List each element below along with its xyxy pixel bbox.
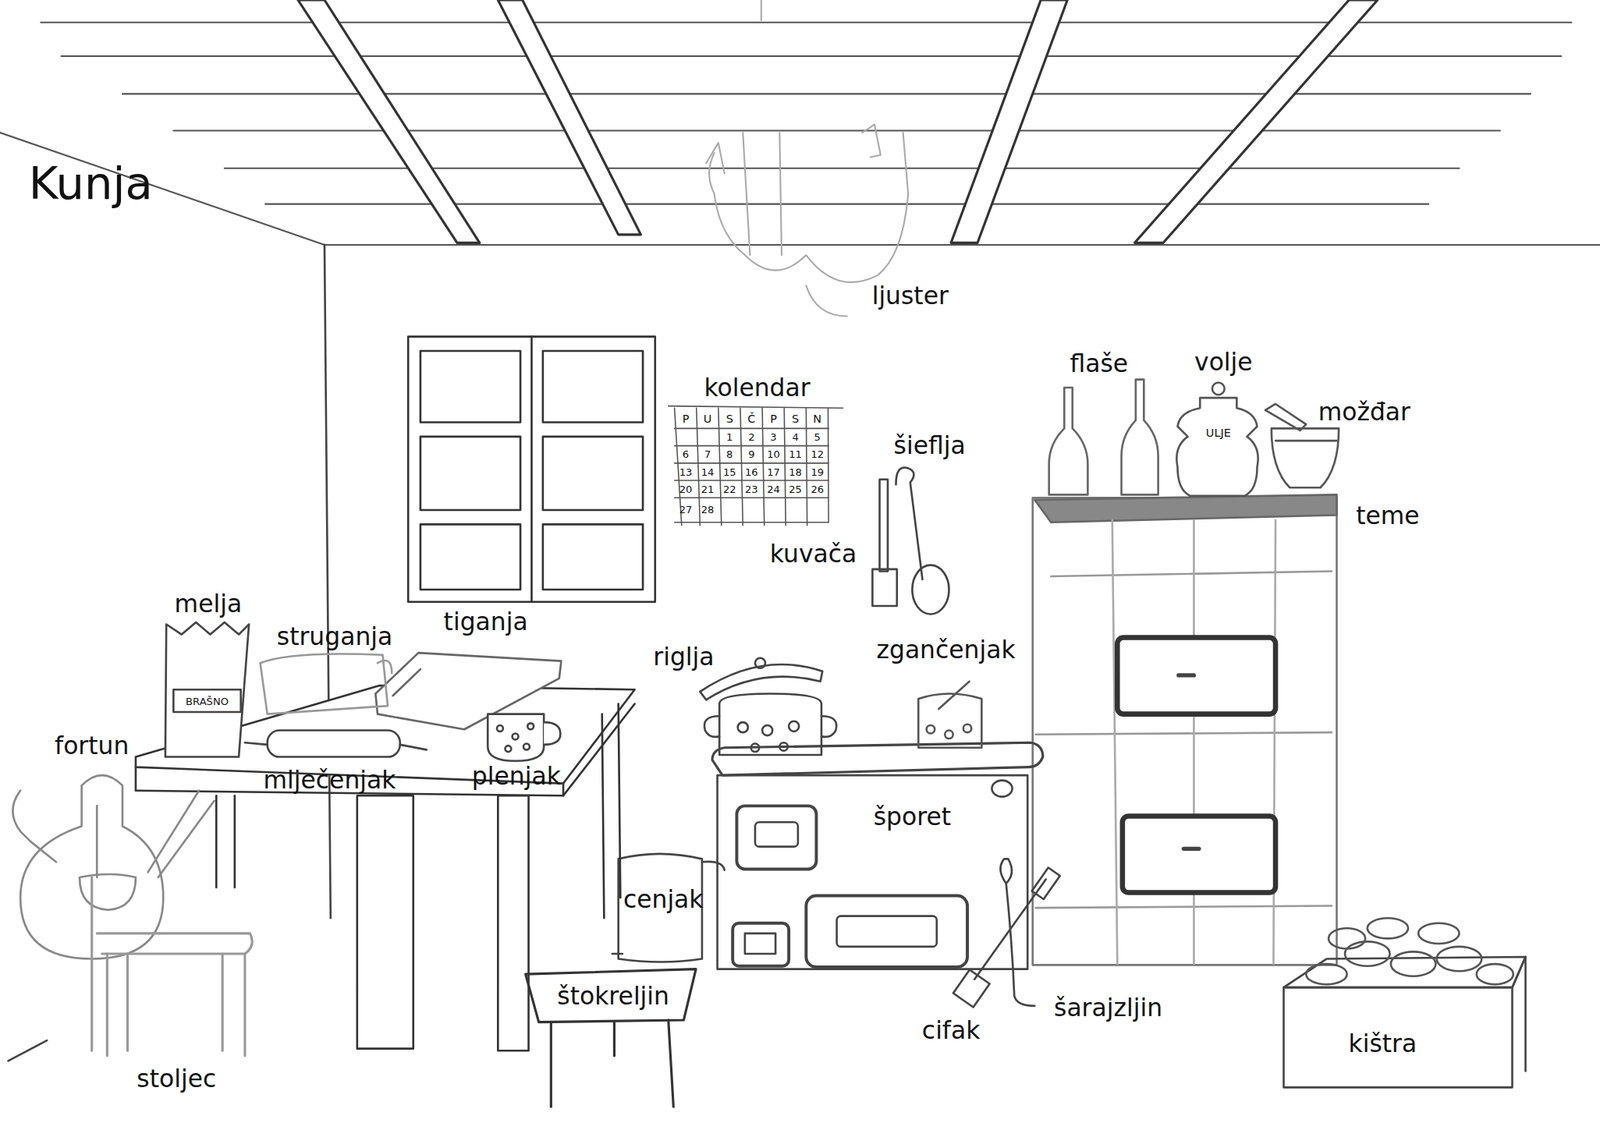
calendar-cell: S <box>726 413 734 425</box>
calendar-cell: 17 <box>766 466 781 477</box>
part-label: šarajzljin <box>1053 996 1163 1021</box>
calendar-cell: 22 <box>723 484 737 495</box>
part-label: mlječenjak <box>263 768 397 793</box>
ceiling-beams <box>298 0 1378 243</box>
stool <box>525 969 696 1108</box>
calendar-cell: 23 <box>745 484 759 495</box>
part-label: zgančenjak <box>876 638 1015 663</box>
part-label: šieflja <box>894 433 966 458</box>
part-label: BRAŠNO <box>185 696 229 707</box>
small-pot <box>918 681 982 749</box>
calendar-cell: 2 <box>748 432 755 443</box>
calendar-cell: 18 <box>788 466 802 477</box>
calendar-cell: 6 <box>682 449 689 460</box>
calendar-cell: 25 <box>788 484 802 495</box>
calendar-cell: 15 <box>723 466 737 477</box>
part-label: cifak <box>922 1018 980 1043</box>
calendar-cell: 26 <box>810 484 824 495</box>
part-label: teme <box>1355 503 1420 529</box>
part-label: štokreljin <box>556 984 670 1009</box>
part-label: melja <box>174 592 243 617</box>
calendar-grid <box>668 406 844 526</box>
calendar-cell: 28 <box>701 504 715 515</box>
part-label: stoljec <box>136 1067 217 1092</box>
calendar-cell: 5 <box>814 432 821 443</box>
tile-stove <box>1032 494 1338 965</box>
wall-corner <box>324 244 331 919</box>
part-label: plenjak <box>471 764 561 789</box>
bucket <box>612 854 725 963</box>
ceiling-planks <box>0 22 1600 245</box>
rolling-pin <box>244 730 427 758</box>
calendar-cell: 9 <box>748 449 755 460</box>
wood-box <box>1284 918 1526 1088</box>
spatula <box>872 479 897 607</box>
oil-jar <box>1176 383 1258 497</box>
calendar-cell: 21 <box>701 484 715 495</box>
part-label: riglja <box>652 645 714 670</box>
calendar-cell: 10 <box>766 449 781 460</box>
calendar-cell: S <box>791 413 799 425</box>
brush <box>953 868 1061 1008</box>
part-label: volje <box>1194 350 1253 375</box>
cup <box>487 714 561 762</box>
bottles <box>1049 379 1159 496</box>
calendar-cell: 11 <box>788 449 802 460</box>
calendar-cell: 7 <box>704 449 711 460</box>
part-label: kolendar <box>703 375 810 400</box>
title: Kunja <box>28 161 153 207</box>
calendar-cell: Č <box>747 413 756 425</box>
part-label: struganja <box>276 624 394 650</box>
calendar-cell: 19 <box>810 466 824 477</box>
part-label: kuvača <box>769 542 857 567</box>
calendar-cell: 12 <box>810 449 824 460</box>
calendar-cell: 24 <box>766 484 781 495</box>
part-label: šporet <box>873 805 951 830</box>
part-label: kištra <box>1348 1031 1418 1056</box>
chandelier <box>705 0 909 316</box>
calendar-cell: 1 <box>726 432 733 443</box>
fortun-instrument <box>12 775 214 959</box>
pot <box>699 658 837 756</box>
flour-sack <box>165 622 249 758</box>
calendar-cell: P <box>682 413 690 425</box>
part-label: možđar <box>1318 400 1411 425</box>
calendar-cell: 3 <box>769 432 777 443</box>
ladle <box>895 468 949 615</box>
part-label: ULJE <box>1206 428 1232 440</box>
calendar-cell: N <box>812 413 822 425</box>
part-label: tiganja <box>443 610 529 635</box>
chair <box>92 877 253 1057</box>
poker <box>1000 858 1035 1006</box>
part-label: cenjak <box>623 887 704 912</box>
calendar-cell: 16 <box>745 466 759 477</box>
part-label: flaše <box>1069 351 1129 377</box>
calendar-cell: 27 <box>679 504 693 515</box>
calendar-cell: 4 <box>791 432 799 443</box>
calendar-cell: 13 <box>679 466 693 477</box>
calendar-cell: U <box>703 413 713 425</box>
grater <box>260 653 393 714</box>
calendar-cell: P <box>769 413 777 425</box>
window <box>407 337 656 603</box>
cooking-stove <box>712 742 1044 969</box>
calendar-cell: 20 <box>679 484 693 495</box>
part-label: ljuster <box>872 283 949 309</box>
calendar-cell: 14 <box>701 466 715 477</box>
part-label: fortun <box>54 733 129 758</box>
floor-line <box>7 1040 47 1061</box>
calendar-cell: 8 <box>726 449 733 460</box>
